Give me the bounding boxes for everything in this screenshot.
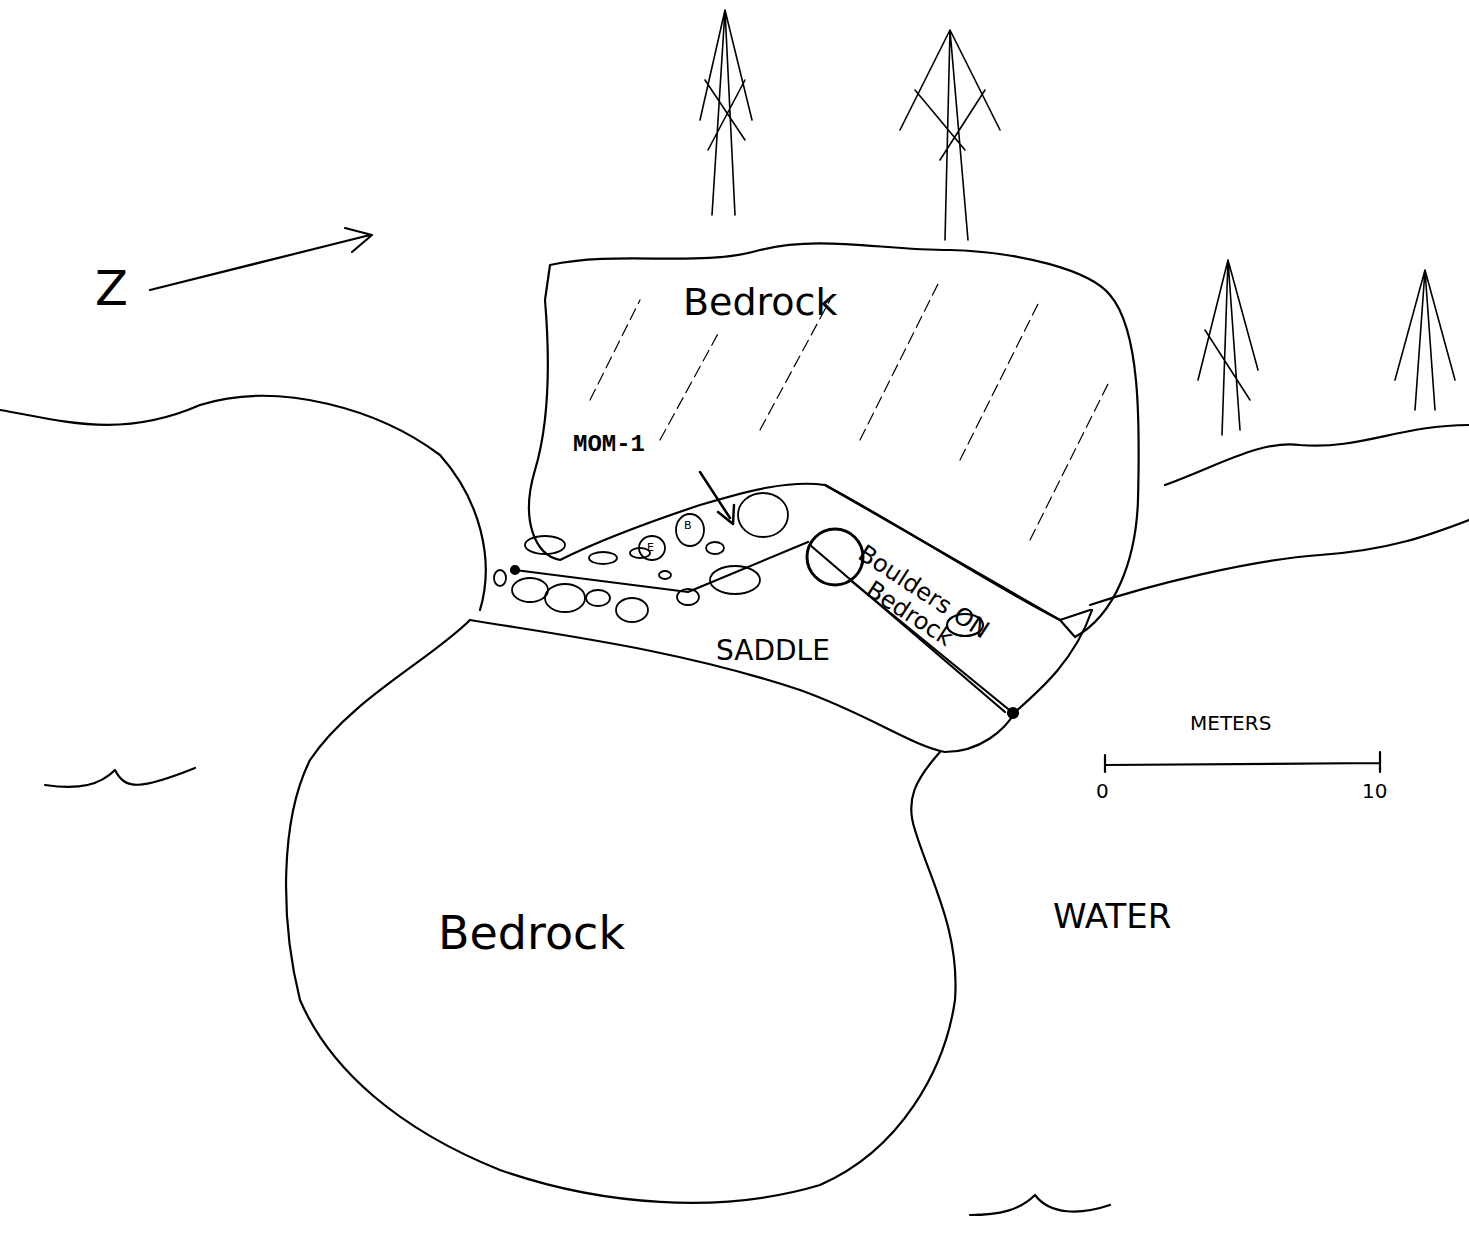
sample-label: MOM-1 <box>573 432 645 458</box>
region-label: Bedrock <box>438 908 625 959</box>
region-label: WATER <box>1053 898 1171 935</box>
region-label: SADDLE <box>716 636 830 667</box>
shoreline <box>1165 425 1469 485</box>
bedrock-outcrop <box>529 243 1139 637</box>
water-symbol <box>45 768 195 787</box>
bedrock-striations <box>590 280 1110 540</box>
boulders <box>494 493 788 622</box>
shoreline <box>0 396 486 610</box>
scale-bar <box>1105 752 1380 772</box>
region-label: Boulders ON Bedrock <box>839 540 994 666</box>
region-label: Bedrock <box>683 282 838 324</box>
water-symbol <box>970 1195 1110 1215</box>
transect-line <box>515 542 808 592</box>
shoreline <box>1090 520 1469 605</box>
north-label: Z <box>95 262 128 315</box>
scale-number: 10 <box>1362 780 1387 802</box>
north-arrow <box>150 228 372 290</box>
boulder-letter: B <box>684 520 692 532</box>
transect-point <box>1008 708 1018 718</box>
transect-point <box>511 566 519 574</box>
boulder-band <box>810 485 1090 712</box>
bedrock-island <box>286 620 955 1203</box>
saddle-boundary <box>470 610 1092 752</box>
leader-arrow <box>700 472 734 524</box>
scale-number: 0 <box>1096 780 1109 802</box>
boulder-letter: E <box>647 542 654 554</box>
scale-label: METERS <box>1190 712 1271 734</box>
trees <box>700 10 1455 435</box>
